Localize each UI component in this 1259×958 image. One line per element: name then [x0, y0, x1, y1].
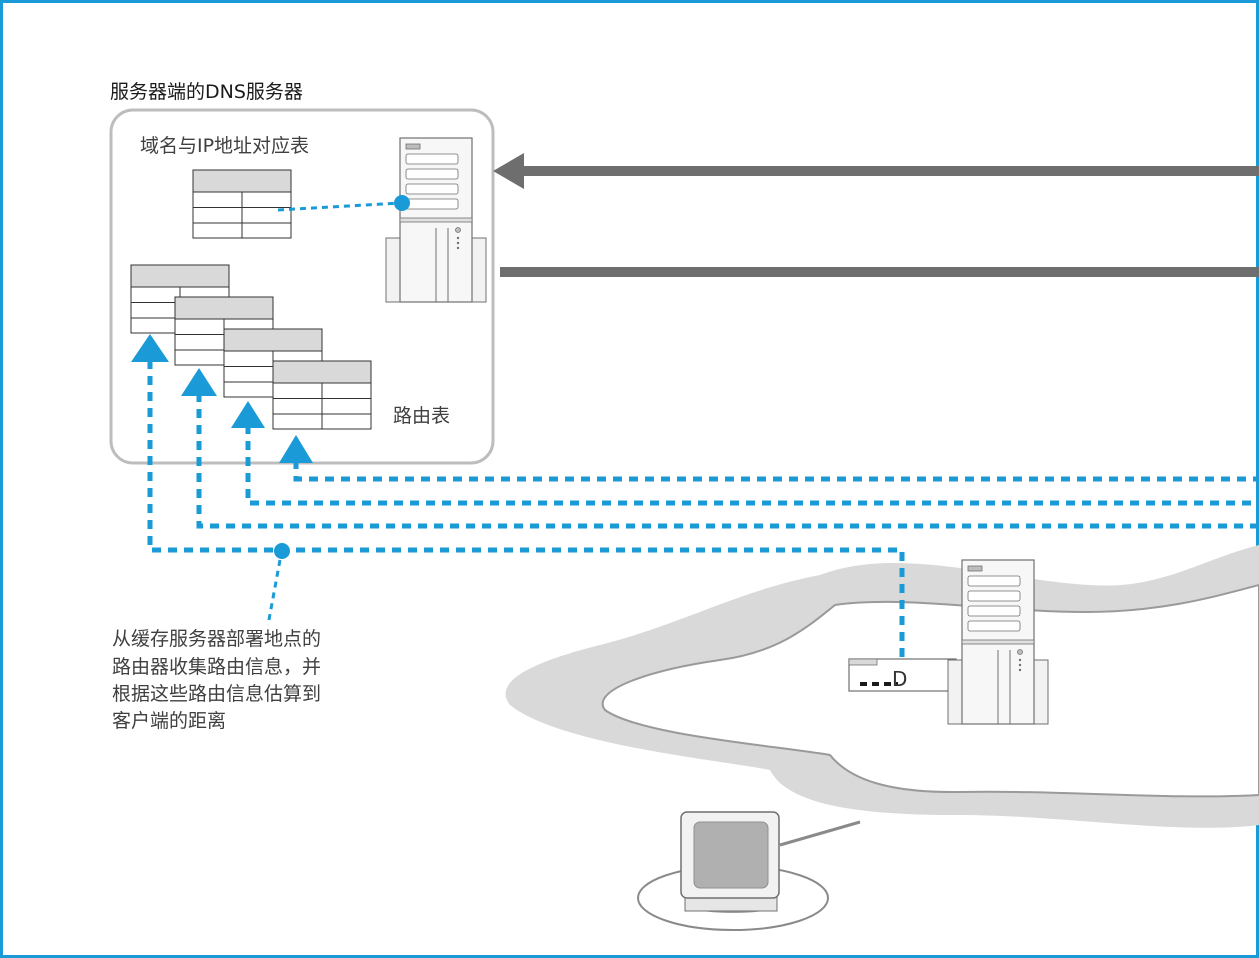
client-monitor-icon: [680, 811, 780, 913]
annotation-leader: [266, 559, 282, 626]
route-arrow-3: [231, 401, 265, 428]
route-arrow-4: [279, 435, 313, 463]
client-link: [779, 820, 861, 847]
route-path-2: [196, 393, 1259, 529]
dns-server-icon: [385, 137, 487, 303]
annotation-line-3: 根据这些路由信息估算到: [112, 683, 321, 705]
annotation-line-2: 路由器收集路由信息，并: [112, 656, 321, 678]
mapping-table: [192, 169, 292, 239]
dns-server-title: 服务器端的DNS服务器: [110, 81, 303, 103]
mapping-table-label: 域名与IP地址对应表: [140, 135, 309, 157]
route-arrow-1: [131, 334, 169, 362]
router-icon: D: [848, 658, 957, 692]
cache-server-icon: [947, 559, 1049, 725]
routing-table-4: [272, 360, 372, 430]
annotation-line-4: 客户端的距离: [112, 710, 226, 732]
routing-table-label: 路由表: [393, 405, 450, 427]
route-path-1: [147, 360, 905, 660]
annotation-line-1: 从缓存服务器部署地点的: [112, 628, 321, 650]
table-server-link: [277, 201, 401, 212]
router-label: D: [892, 667, 907, 691]
annotation-dot: [274, 543, 290, 559]
route-path-4: [293, 460, 1259, 482]
server-link-dot: [394, 195, 410, 211]
route-arrow-2: [181, 368, 217, 396]
route-path-3: [245, 425, 1259, 506]
inbound-arrow: [493, 153, 1259, 189]
